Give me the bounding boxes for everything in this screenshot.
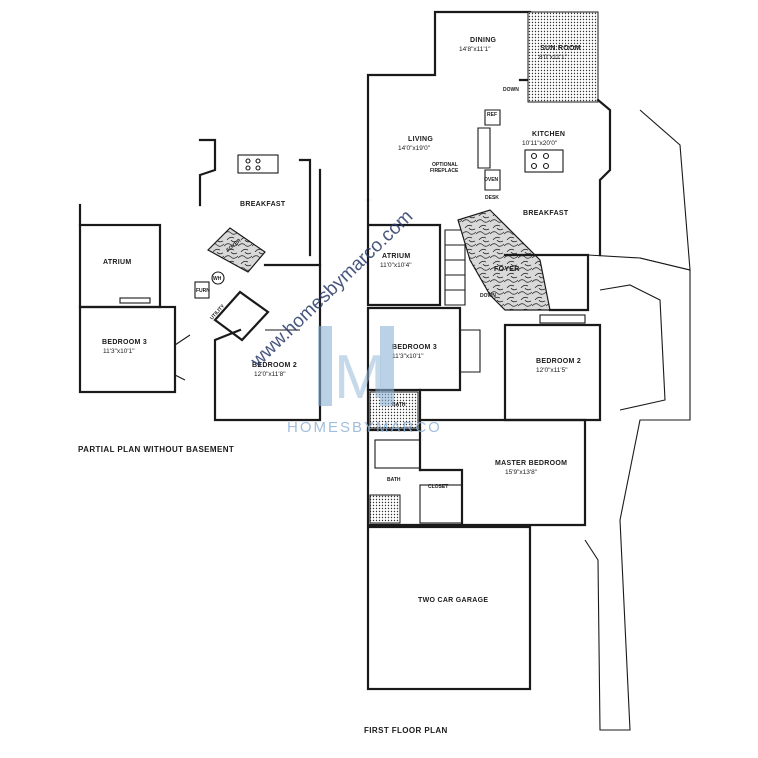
watermark-logo-left-bar xyxy=(318,326,332,406)
bath2-tile xyxy=(369,494,401,524)
master-bedroom-size: 15'9"x13'8" xyxy=(505,469,538,476)
down-note-top: DOWN xyxy=(503,87,519,93)
living-label: LIVING xyxy=(408,136,433,143)
partial-bedroom3-label: BEDROOM 3 xyxy=(102,339,147,346)
cooktop xyxy=(237,154,279,174)
sunroom-floor xyxy=(527,11,599,103)
partial-furn-label: FURN xyxy=(196,288,210,294)
partial-plan: BREAKFAST ATRIUM BEDROOM 3 11'3"x10'1" B… xyxy=(78,138,322,454)
bedroom2-label: BEDROOM 2 xyxy=(536,358,581,365)
sunroom-label: SUN ROOM xyxy=(540,45,581,52)
furnace xyxy=(194,281,210,299)
partial-wh-label: WH xyxy=(213,276,222,282)
watermark-brand: HOMESBYMARCO xyxy=(287,419,442,436)
bedroom2-size: 12'0"x11'5" xyxy=(536,367,568,374)
atrium-size: 11'0"x10'4" xyxy=(380,262,412,269)
ref-note: REF xyxy=(487,112,497,118)
living-size: 14'0"x19'0" xyxy=(398,145,431,152)
kitchen-appliances xyxy=(484,109,501,191)
garage-label: TWO CAR GARAGE xyxy=(418,597,488,604)
kitchen-exterior-wall xyxy=(596,98,612,257)
partial-plan-caption: PARTIAL PLAN WITHOUT BASEMENT xyxy=(78,445,234,454)
bedroom3-size: 11'3"x10'1" xyxy=(392,353,424,360)
stairs xyxy=(444,229,466,306)
bedroom3-outline xyxy=(366,306,462,392)
closet-label: CLOSET xyxy=(428,484,448,490)
door-swing xyxy=(174,334,191,381)
kitchen-label: KITCHEN xyxy=(532,131,565,138)
fireplace xyxy=(477,127,491,169)
bath1-outline xyxy=(366,388,422,432)
bedroom2-outline xyxy=(503,323,602,422)
kitchen-size: 10'11"x20'0" xyxy=(522,140,558,147)
window-mark xyxy=(119,297,151,304)
partial-breakfast-label: BREAKFAST xyxy=(240,201,286,208)
kitchen-cooktop xyxy=(524,149,564,173)
partial-breakfast-walls xyxy=(198,138,322,267)
closet-box xyxy=(419,484,463,524)
foyer-stone-floor xyxy=(457,209,551,311)
partial-utility-outline xyxy=(213,290,270,342)
atrium-label: ATRIUM xyxy=(382,253,411,260)
partial-bedroom2-size: 12'0"x11'8" xyxy=(254,371,286,378)
water-heater xyxy=(211,271,225,285)
closet-mark xyxy=(460,329,481,373)
fireplace-note-line1: OPTIONAL xyxy=(432,162,458,168)
first-floor-caption: FIRST FLOOR PLAN xyxy=(364,726,448,735)
tub xyxy=(374,439,421,469)
sunroom-size: 8'0"x11'1" xyxy=(539,54,568,61)
partial-foyer-stone xyxy=(207,227,266,273)
partial-bedroom2-outline xyxy=(213,263,322,422)
partial-bedroom3-outline xyxy=(78,305,177,394)
foyer-walls xyxy=(503,253,590,312)
deck-outline xyxy=(639,109,691,271)
bath1-label: BATH xyxy=(392,402,406,408)
atrium-walls xyxy=(366,198,442,307)
oven-note: OVEN xyxy=(484,177,499,183)
watermark-logo-letter: M xyxy=(334,343,386,412)
foyer-label: FOYER xyxy=(494,266,520,273)
partial-bedroom3-size: 11'3"x10'1" xyxy=(103,348,135,355)
fireplace-note-line2: FIREPLACE xyxy=(430,168,459,174)
first-floor-plan: DINING 14'8"x11'1" SUN ROOM 8'0"x11'1" L… xyxy=(364,10,691,735)
breakfast-label: BREAKFAST xyxy=(523,210,569,217)
master-bath-outline xyxy=(366,428,464,527)
partial-atrium-label: ATRIUM xyxy=(103,259,132,266)
bath2-label: BATH xyxy=(387,477,401,483)
walkway-outline xyxy=(584,254,691,731)
window-mark xyxy=(539,314,586,324)
garage-outline xyxy=(366,525,532,691)
dining-size: 14'8"x11'1" xyxy=(459,46,491,53)
desk-note: DESK xyxy=(485,195,499,201)
master-bedroom-outline xyxy=(418,418,587,527)
partial-atrium-outline xyxy=(78,223,162,309)
partial-bedroom2-label: BEDROOM 2 xyxy=(252,362,297,369)
dining-label: DINING xyxy=(470,37,497,44)
watermark-logo-right-bar xyxy=(380,326,394,406)
master-bedroom-label: MASTER BEDROOM xyxy=(495,460,567,467)
down-note-foyer: DOWN xyxy=(480,293,496,299)
partial-utility-label: UTILITY xyxy=(209,303,227,322)
bedroom3-label: BEDROOM 3 xyxy=(392,344,437,351)
